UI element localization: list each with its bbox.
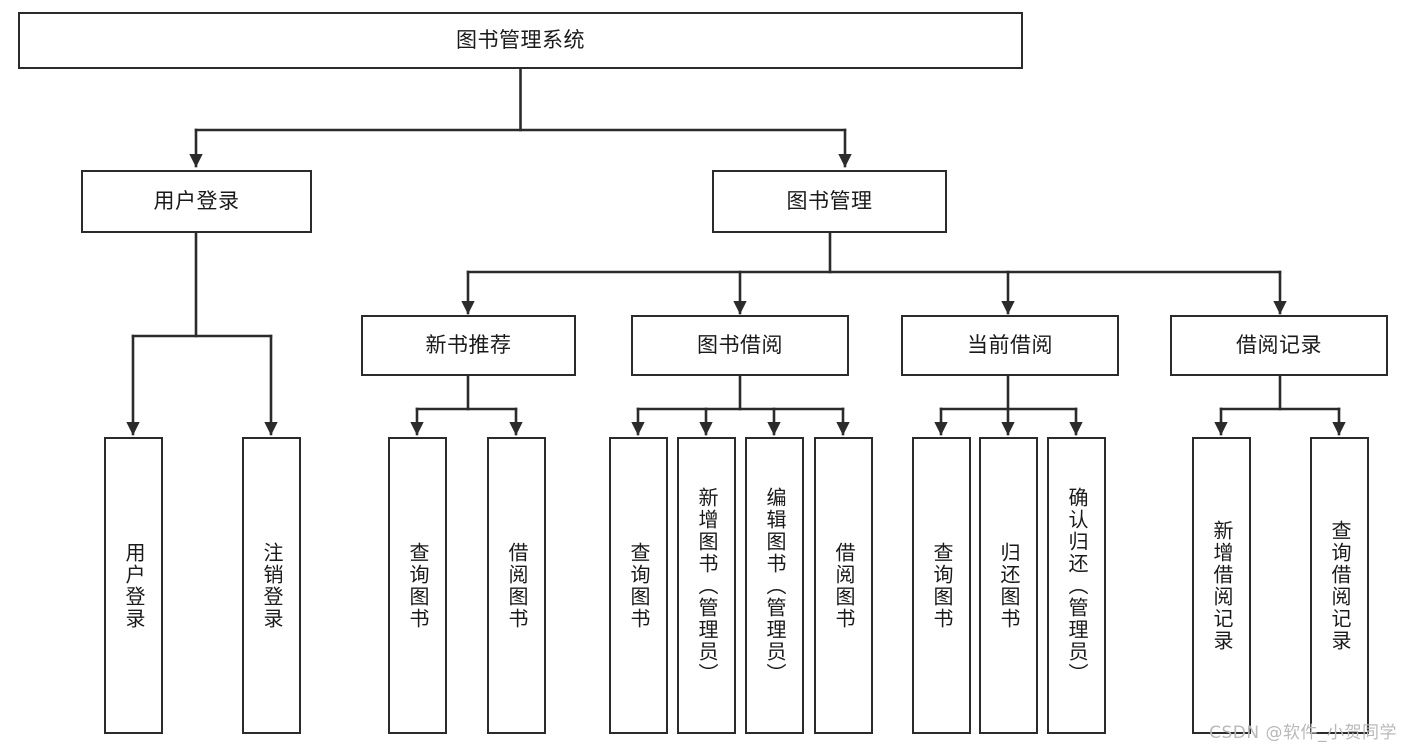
node-borrow-record-label: 借阅记录 [1236, 333, 1322, 358]
node-leaf-confirm-return[interactable]: 确认归还（管理员） [1047, 437, 1106, 734]
node-borrow-record[interactable]: 借阅记录 [1170, 315, 1388, 376]
node-root[interactable]: 图书管理系统 [18, 12, 1023, 69]
node-leaf-query-book-1[interactable]: 查询图书 [388, 437, 447, 734]
node-leaf-query-book-1-label: 查询图书 [406, 541, 430, 630]
node-leaf-user-login[interactable]: 用户登录 [104, 437, 163, 734]
node-new-book-recommend-label: 新书推荐 [425, 333, 512, 358]
node-leaf-query-book-3[interactable]: 查询图书 [912, 437, 971, 734]
node-leaf-confirm-return-label: 确认归还（管理员） [1065, 486, 1089, 685]
node-root-label: 图书管理系统 [456, 28, 585, 53]
node-leaf-return-book[interactable]: 归还图书 [979, 437, 1038, 734]
node-user-login-label: 用户登录 [153, 189, 240, 214]
node-leaf-query-record-label: 查询借阅记录 [1328, 519, 1352, 652]
node-leaf-return-book-label: 归还图书 [997, 541, 1021, 630]
csdn-watermark: CSDN @软件_小贺同学 [1209, 723, 1397, 743]
node-leaf-user-logout[interactable]: 注销登录 [242, 437, 301, 734]
node-leaf-borrow-book-1[interactable]: 借阅图书 [487, 437, 546, 734]
node-leaf-add-book-label: 新增图书（管理员） [695, 486, 719, 685]
node-leaf-query-book-2-label: 查询图书 [627, 541, 651, 630]
node-user-login[interactable]: 用户登录 [81, 170, 312, 233]
node-current-borrow[interactable]: 当前借阅 [901, 315, 1119, 376]
node-book-borrow-label: 图书借阅 [697, 333, 783, 358]
node-leaf-query-record[interactable]: 查询借阅记录 [1310, 437, 1369, 734]
node-leaf-borrow-book-2[interactable]: 借阅图书 [814, 437, 873, 734]
node-book-manage-label: 图书管理 [786, 189, 873, 214]
node-leaf-borrow-book-1-label: 借阅图书 [505, 541, 529, 630]
node-leaf-edit-book[interactable]: 编辑图书（管理员） [745, 437, 804, 734]
node-book-manage[interactable]: 图书管理 [712, 170, 947, 233]
node-leaf-query-book-3-label: 查询图书 [930, 541, 954, 630]
node-leaf-user-logout-label: 注销登录 [260, 541, 284, 630]
node-leaf-add-record[interactable]: 新增借阅记录 [1192, 437, 1251, 734]
node-leaf-borrow-book-2-label: 借阅图书 [832, 541, 856, 630]
node-book-borrow[interactable]: 图书借阅 [631, 315, 849, 376]
node-leaf-add-record-label: 新增借阅记录 [1210, 519, 1234, 652]
node-leaf-add-book[interactable]: 新增图书（管理员） [677, 437, 736, 734]
node-current-borrow-label: 当前借阅 [967, 333, 1053, 358]
node-new-book-recommend[interactable]: 新书推荐 [361, 315, 576, 376]
node-leaf-query-book-2[interactable]: 查询图书 [609, 437, 668, 734]
node-leaf-user-login-label: 用户登录 [122, 541, 146, 630]
node-leaf-edit-book-label: 编辑图书（管理员） [763, 486, 787, 685]
